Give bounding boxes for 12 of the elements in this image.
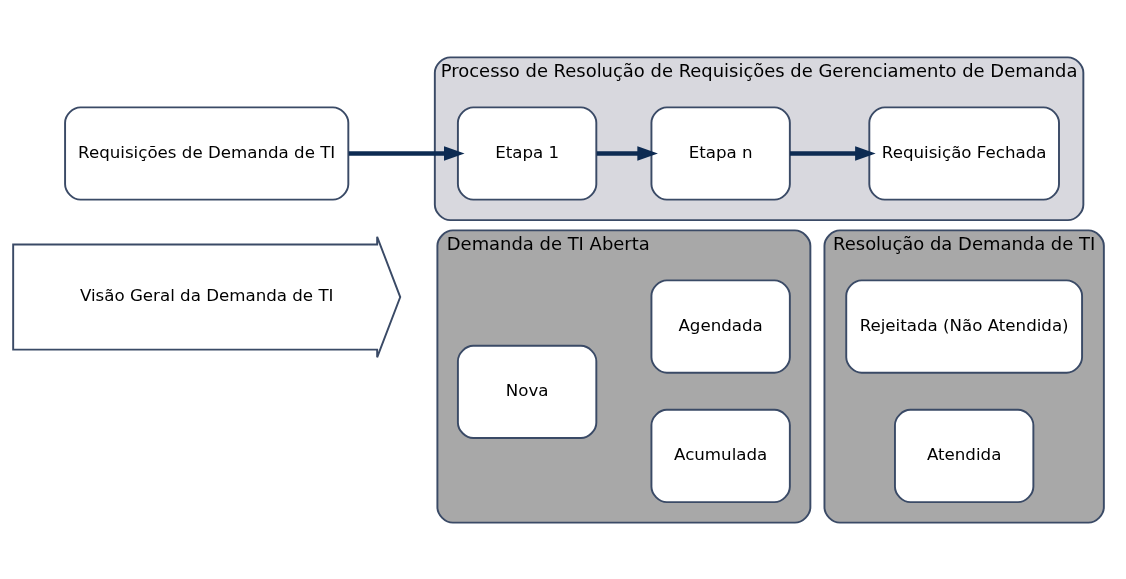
node-box: Agendada xyxy=(650,278,791,374)
arrow xyxy=(596,145,658,161)
node-box: Requisições de Demanda de TI xyxy=(64,105,350,201)
arrow xyxy=(348,145,465,161)
node-box: Etapa 1 xyxy=(456,105,598,201)
node-box: Atendida xyxy=(894,408,1035,503)
node-box: Rejeitada (Não Atendida) xyxy=(845,278,1084,374)
node-box: Nova xyxy=(456,344,598,439)
node-box: Acumulada xyxy=(650,408,791,503)
node-box: Requisição Fechada xyxy=(868,105,1060,201)
node-box: Etapa n xyxy=(650,105,791,201)
arrow xyxy=(790,145,876,161)
